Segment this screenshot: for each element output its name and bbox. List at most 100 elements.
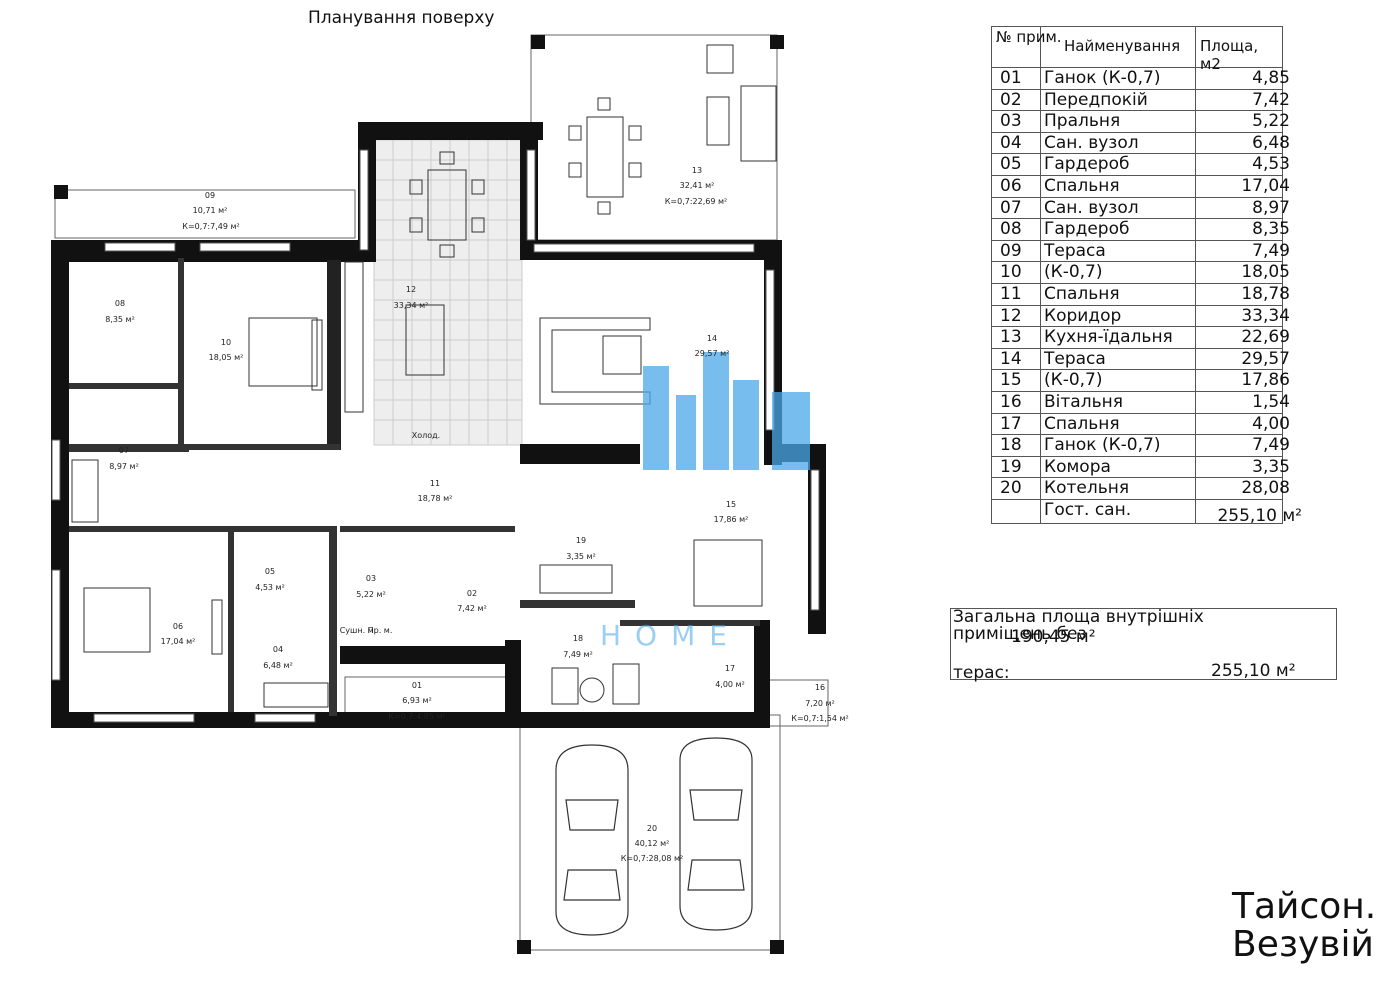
svg-text:6,48 м²: 6,48 м² (263, 661, 293, 670)
row-num: 18 (1000, 435, 1022, 456)
row-area: 17,86 (1241, 370, 1290, 391)
row-area: 3,35 (1252, 456, 1290, 477)
column-marker (517, 940, 531, 954)
row-name: Гардероб (1044, 219, 1130, 240)
row-name: Комора (1044, 456, 1111, 477)
row-area: 28,08 (1241, 478, 1290, 499)
row-num: 12 (1000, 305, 1022, 326)
project-name-line-1: Тайсон. (1232, 886, 1377, 927)
room-label-04: 04 6,48 м² (263, 645, 293, 670)
svg-text:7,42 м²: 7,42 м² (457, 604, 487, 613)
corridor-tiles (373, 139, 523, 446)
row-area: 4,53 (1252, 154, 1290, 175)
room-label-16: 167,20 м²К=0,7:1,54 м² (791, 683, 848, 723)
car-icons (555, 737, 753, 936)
room-label-05: 05 4,53 м² (255, 567, 285, 592)
row-name: Пральня (1044, 111, 1121, 132)
svg-text:5,22 м²: 5,22 м² (356, 590, 386, 599)
fridge-label: Холод. (412, 431, 440, 440)
svg-text:09: 09 (205, 191, 215, 200)
svg-text:06: 06 (173, 622, 183, 631)
row-name: Сан. вузол (1044, 132, 1139, 153)
row-num: 08 (1000, 219, 1022, 240)
row-area: 29,57 (1241, 348, 1290, 369)
row-area: 8,35 (1252, 219, 1290, 240)
row-num: 10 (1000, 262, 1022, 283)
row-name: Кухня-їдальня (1044, 327, 1173, 348)
washer-label: Сушн. м. (340, 626, 377, 635)
table-last-row: Гост. сан. 255,10 м² (992, 500, 1302, 540)
room-label-08: 088,35 м² (105, 299, 135, 324)
row-name: Спальня (1044, 413, 1120, 434)
row-name: Передпокій (1044, 89, 1148, 110)
svg-text:17,04 м²: 17,04 м² (161, 637, 196, 646)
row-num: 09 (1000, 240, 1022, 261)
row-name: Коридор (1044, 305, 1122, 326)
svg-text:18,05 м²: 18,05 м² (209, 353, 244, 362)
column-marker (770, 35, 784, 49)
svg-text:11: 11 (430, 479, 440, 488)
row-area: 18,78 (1241, 283, 1290, 304)
total-label-2: терас: (953, 663, 1010, 683)
svg-text:20: 20 (647, 824, 657, 833)
svg-text:10: 10 (221, 338, 231, 347)
row-area: 4,85 (1252, 68, 1290, 88)
row-name: Котельня (1044, 478, 1130, 499)
svg-text:04: 04 (273, 645, 283, 654)
svg-text:05: 05 (265, 567, 275, 576)
terrace-09-outline (54, 189, 356, 239)
svg-text:02: 02 (467, 589, 477, 598)
watermark-logo (643, 352, 810, 470)
row-num: 01 (1000, 68, 1022, 88)
dryer-label: Пр. м. (368, 626, 393, 635)
plan-title: Планування поверху (308, 8, 495, 28)
svg-text:15: 15 (726, 500, 736, 509)
column-marker (531, 35, 545, 49)
row-num: 06 (1000, 175, 1022, 196)
svg-text:12: 12 (406, 285, 416, 294)
svg-text:8,97 м²: 8,97 м² (109, 462, 139, 471)
svg-text:4,53 м²: 4,53 м² (255, 583, 285, 592)
svg-text:7,20 м²: 7,20 м² (805, 699, 835, 708)
svg-text:32,41 м²: 32,41 м² (680, 181, 715, 190)
room-label-02: 02 7,42 м² (457, 589, 487, 613)
row-num: 14 (1000, 348, 1022, 369)
windows (51, 149, 820, 723)
svg-text:10,71 м²: 10,71 м² (193, 206, 228, 215)
svg-text:К=0,7:28,08 м²: К=0,7:28,08 м² (621, 854, 684, 863)
room-label-07: 078,97 м² (109, 446, 139, 471)
row-num: 03 (1000, 111, 1022, 132)
svg-text:19: 19 (576, 536, 586, 545)
svg-text:К=0,7:22,69 м²: К=0,7:22,69 м² (665, 197, 728, 206)
row-area: 1,54 (1252, 391, 1290, 412)
row-name: (К-0,7) (1044, 370, 1103, 391)
row-name: Гардероб (1044, 154, 1130, 175)
row-name: Спальня (1044, 283, 1120, 304)
room-label-10: 10 18,05 м² (209, 338, 244, 362)
room-label-06: 06 17,04 м² (161, 622, 196, 646)
terrace-13-outline (530, 34, 778, 241)
row-num: 15 (1000, 370, 1022, 391)
table-divider (1040, 27, 1041, 523)
last-row-area: 255,10 м² (1217, 505, 1302, 526)
column-marker (54, 185, 68, 199)
row-area: 7,42 (1252, 89, 1290, 110)
row-num: 13 (1000, 327, 1022, 348)
column-marker (770, 940, 784, 954)
row-area: 17,04 (1241, 175, 1290, 196)
row-num: 04 (1000, 132, 1022, 153)
